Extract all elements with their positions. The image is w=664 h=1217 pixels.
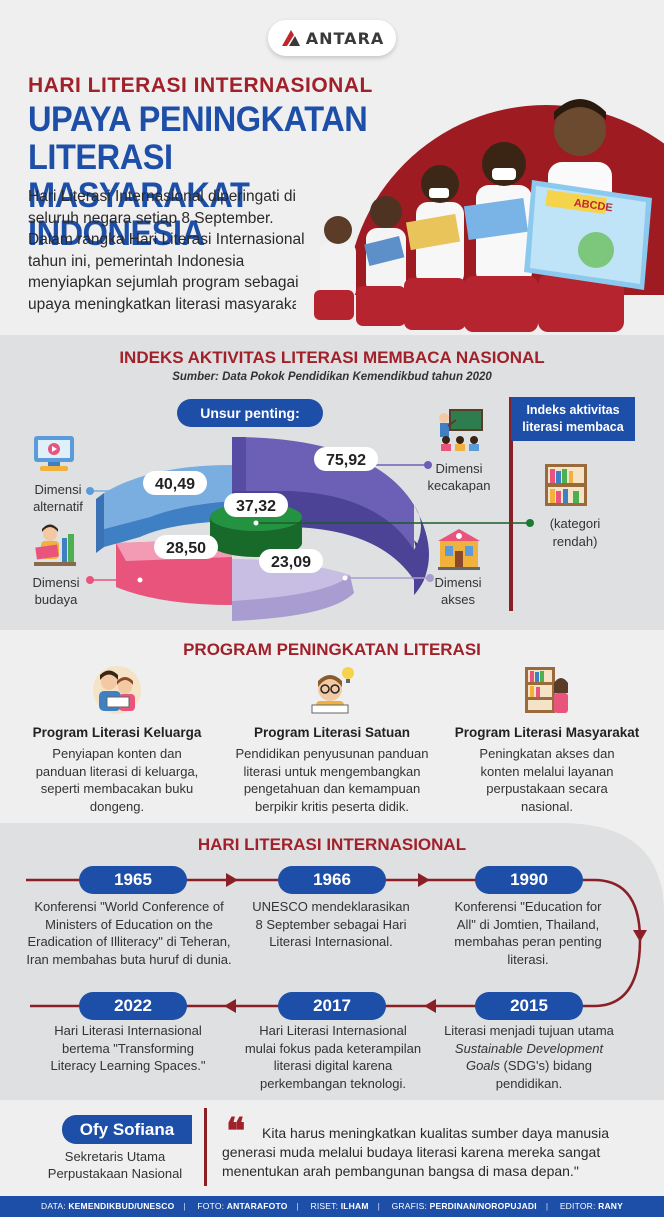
reading-person-icon xyxy=(34,524,76,566)
library-shelf-icon xyxy=(525,667,568,713)
timeline-text-1990: Konferensi "Education for All" di Jomtie… xyxy=(454,899,602,967)
quote-mark-icon: ❝ xyxy=(226,1110,246,1152)
timeline-year-1966: 1966 xyxy=(278,866,386,894)
logo-text: ANTARA xyxy=(305,28,385,48)
index-section-title: INDEKS AKTIVITAS LITERASI MEMBACA NASION… xyxy=(119,348,545,367)
divider-line xyxy=(509,397,513,611)
program-desc: Pendidikan penyusunan panduan literasi u… xyxy=(235,746,429,814)
arrow-left-icon xyxy=(224,999,236,1013)
value-label-kecakapan: 75,92 xyxy=(314,447,378,471)
program-card-satuan: Program Literasi Satuan Pendidikan penyu… xyxy=(227,663,437,815)
quote-text: Kita harus meningkatkan kualitas sumber … xyxy=(222,1125,610,1179)
arrow-right-icon xyxy=(418,873,430,887)
total-connector-dot xyxy=(526,519,534,527)
timeline-text-2022: Hari Literasi Internasional bertema "Tra… xyxy=(50,1023,206,1073)
speaker-role: Sekretaris Utama Perpustakaan Nasional xyxy=(47,1149,183,1181)
program-title: Program Literasi Masyarakat xyxy=(454,725,640,740)
arrow-down-icon xyxy=(633,930,647,942)
indeks-label-box: Indeks aktivitas literasi membaca xyxy=(511,397,635,441)
value-text-budaya: 28,50 xyxy=(166,540,206,557)
value-label-budaya: 28,50 xyxy=(154,535,218,559)
program-card-masyarakat: Program Literasi Masyarakat Peningkatan … xyxy=(442,665,652,815)
program-section-title: PROGRAM PENINGKATAN LITERASI xyxy=(183,640,481,659)
classroom-icon xyxy=(439,409,483,451)
timeline-year-2015: 2015 xyxy=(475,992,583,1020)
antara-logo-icon xyxy=(281,30,300,46)
timeline-title: HARI LITERASI INTERNASIONAL xyxy=(197,835,467,854)
student-idea-icon xyxy=(311,663,354,714)
speaker-name: Ofy Sofiana xyxy=(62,1115,192,1144)
timeline-year-2022: 2022 xyxy=(79,992,187,1020)
kategori-rendah-label: (kategori rendah) xyxy=(549,516,601,549)
intro-paragraph: Hari Literasi Internasional diperingati … xyxy=(28,188,309,313)
antara-logo: ANTARA xyxy=(268,20,396,56)
program-title: Program Literasi Satuan xyxy=(253,725,411,740)
video-screen-icon xyxy=(34,436,74,471)
label-dimensi-alternatif: Dimensi alternatif xyxy=(33,482,83,514)
label-dimensi-budaya: Dimensi budaya xyxy=(32,575,80,607)
timeline-text-2017: Hari Literasi Internasional mulai fokus … xyxy=(244,1023,422,1091)
arrow-right-icon xyxy=(226,873,238,887)
program-desc: Peningkatan akses dan konten melalui lay… xyxy=(479,746,615,814)
value-label-akses: 23,09 xyxy=(259,549,323,573)
library-building-icon xyxy=(438,529,480,570)
book-cover-text: ABCDE xyxy=(573,197,613,214)
quote-divider xyxy=(204,1108,207,1186)
family-reading-icon xyxy=(93,666,141,714)
literacy-index-chart: 75,92 23,09 28,50 40,49 37,32 xyxy=(86,437,534,621)
value-text-akses: 23,09 xyxy=(271,554,311,571)
child-figure xyxy=(356,196,406,326)
header-subtitle: HARI LITERASI INTERNASIONAL xyxy=(28,74,373,97)
title-line-2: MASYARAKAT INDONESIA xyxy=(28,176,250,253)
program-desc: Penyiapan konten dan panduan literasi di… xyxy=(35,746,199,814)
credits-footer: DATA: KEMENDIKBUD/UNESCO| FOTO: ANTARAFO… xyxy=(0,1196,664,1217)
program-title: Program Literasi Keluarga xyxy=(32,725,202,740)
value-label-alternatif: 40,49 xyxy=(143,471,207,495)
timeline-year-2017: 2017 xyxy=(278,992,386,1020)
unsur-penting-label: Unsur penting: xyxy=(177,399,323,427)
child-figure xyxy=(314,216,356,320)
value-text-alternatif: 40,49 xyxy=(155,476,195,493)
timeline-text-1965: Konferensi "World Conference of Minister… xyxy=(26,899,232,967)
timeline-text-1966: UNESCO mendeklarasikan 8 September sebag… xyxy=(252,899,410,949)
label-dimensi-akses: Dimensi akses xyxy=(434,575,482,607)
slice-akses xyxy=(232,559,354,621)
arrow-left-icon xyxy=(424,999,436,1013)
timeline-year-1990: 1990 xyxy=(475,866,583,894)
page-title: UPAYA PENINGKATAN LITERASI MASYARAKAT IN… xyxy=(28,101,391,253)
timeline-text-2015: Literasi menjadi tujuan utama Sustainabl… xyxy=(444,1023,614,1091)
program-card-keluarga: Program Literasi Keluarga Penyiapan kont… xyxy=(12,665,222,815)
label-dimensi-kecakapan: Dimensi kecakapan xyxy=(427,461,491,493)
value-text-total: 37,32 xyxy=(236,498,276,515)
value-label-total: 37,32 xyxy=(224,493,288,517)
value-text-kecakapan: 75,92 xyxy=(326,452,366,469)
timeline-year-1965: 1965 xyxy=(79,866,187,894)
child-figure xyxy=(404,165,466,330)
hero-photo-children-reading: ABCDE xyxy=(296,99,664,340)
book-icon: ABCDE xyxy=(524,180,652,290)
title-line-1: UPAYA PENINGKATAN LITERASI xyxy=(28,100,368,177)
child-figure xyxy=(463,142,538,332)
index-section-source: Sumber: Data Pokok Pendidikan Kemendikbu… xyxy=(172,371,492,383)
bookshelf-icon xyxy=(545,464,587,506)
